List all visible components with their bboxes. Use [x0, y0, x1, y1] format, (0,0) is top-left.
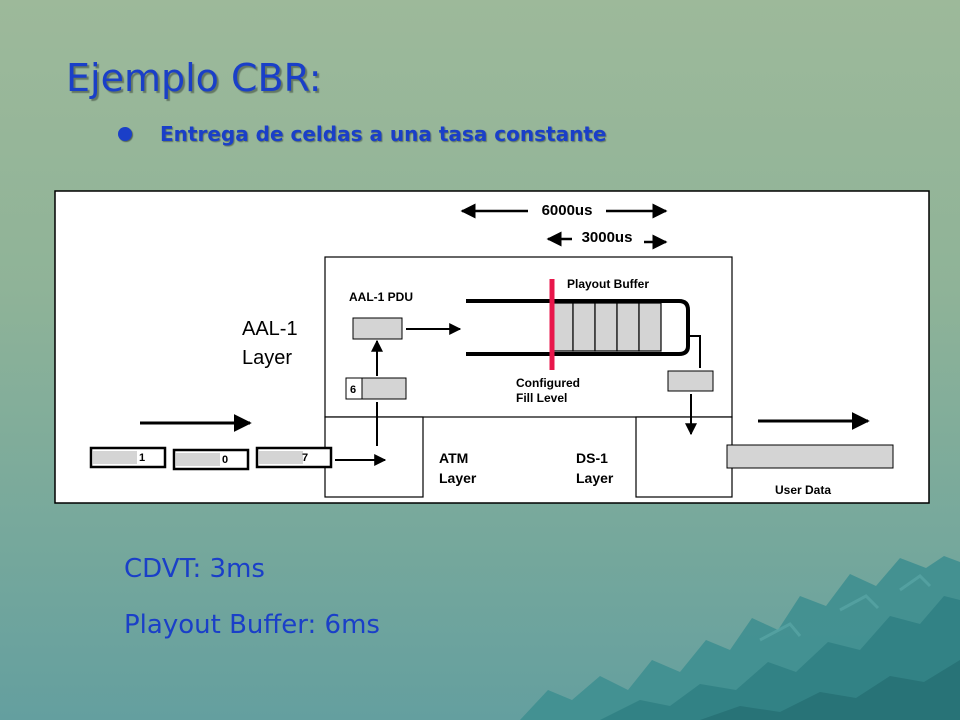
playout-buffer-note: Playout Buffer: 6ms — [124, 610, 380, 640]
bullet-dot-icon — [118, 127, 132, 141]
aal1-layer-label-line1: AAL-1 — [242, 318, 298, 340]
aal1-layer-label-line2: Layer — [242, 347, 292, 369]
bullet-text: Entrega de celdas a una tasa constante — [160, 122, 607, 146]
atm-layer-label-line2: Layer — [439, 470, 477, 486]
aal1-pdu-label: AAL-1 PDU — [349, 290, 413, 304]
user-data-stream — [726, 444, 894, 469]
cdvt-note: CDVT: 3ms — [124, 554, 265, 584]
buffer-end-cap — [666, 299, 690, 356]
slide-title: Ejemplo CBR: — [66, 56, 322, 100]
interval-6000-label: 6000us — [542, 202, 593, 219]
interval-3000-label: 3000us — [582, 229, 633, 246]
buffer-cell — [572, 302, 596, 352]
buffer-cell — [594, 302, 618, 352]
atm-layer-label-line1: ATM — [439, 450, 468, 466]
cell-seq-label: 0 — [222, 454, 228, 466]
ds1-layer-box — [635, 416, 733, 498]
cell-payload — [176, 453, 220, 466]
buffer-cell — [638, 302, 662, 352]
cell-payload — [259, 451, 303, 464]
cell-payload — [93, 451, 137, 464]
pdu-seq-label: 6 — [350, 384, 356, 396]
buffer-to-output-line — [690, 335, 701, 368]
cell-seq-label: 7 — [302, 452, 308, 464]
pdu-seq-header — [345, 377, 363, 400]
output-cell-box — [667, 370, 714, 392]
configured-fill-label-line1: Configured — [516, 376, 580, 390]
cbr-diagram: 6000us 3000us AAL-1 Layer AAL-1 PDU Play… — [54, 190, 930, 504]
ds1-layer-label-line2: Layer — [576, 470, 614, 486]
buffer-cell — [616, 302, 640, 352]
playout-buffer-label: Playout Buffer — [567, 277, 649, 291]
cell-seq-label: 1 — [139, 452, 145, 464]
configured-fill-label-line2: Fill Level — [516, 391, 567, 405]
aal1-pdu-box — [352, 317, 403, 340]
bullet-item: Entrega de celdas a una tasa constante — [118, 122, 606, 146]
user-data-label: User Data — [775, 483, 831, 497]
atm-layer-box — [324, 416, 424, 498]
ds1-layer-label-line1: DS-1 — [576, 450, 608, 466]
